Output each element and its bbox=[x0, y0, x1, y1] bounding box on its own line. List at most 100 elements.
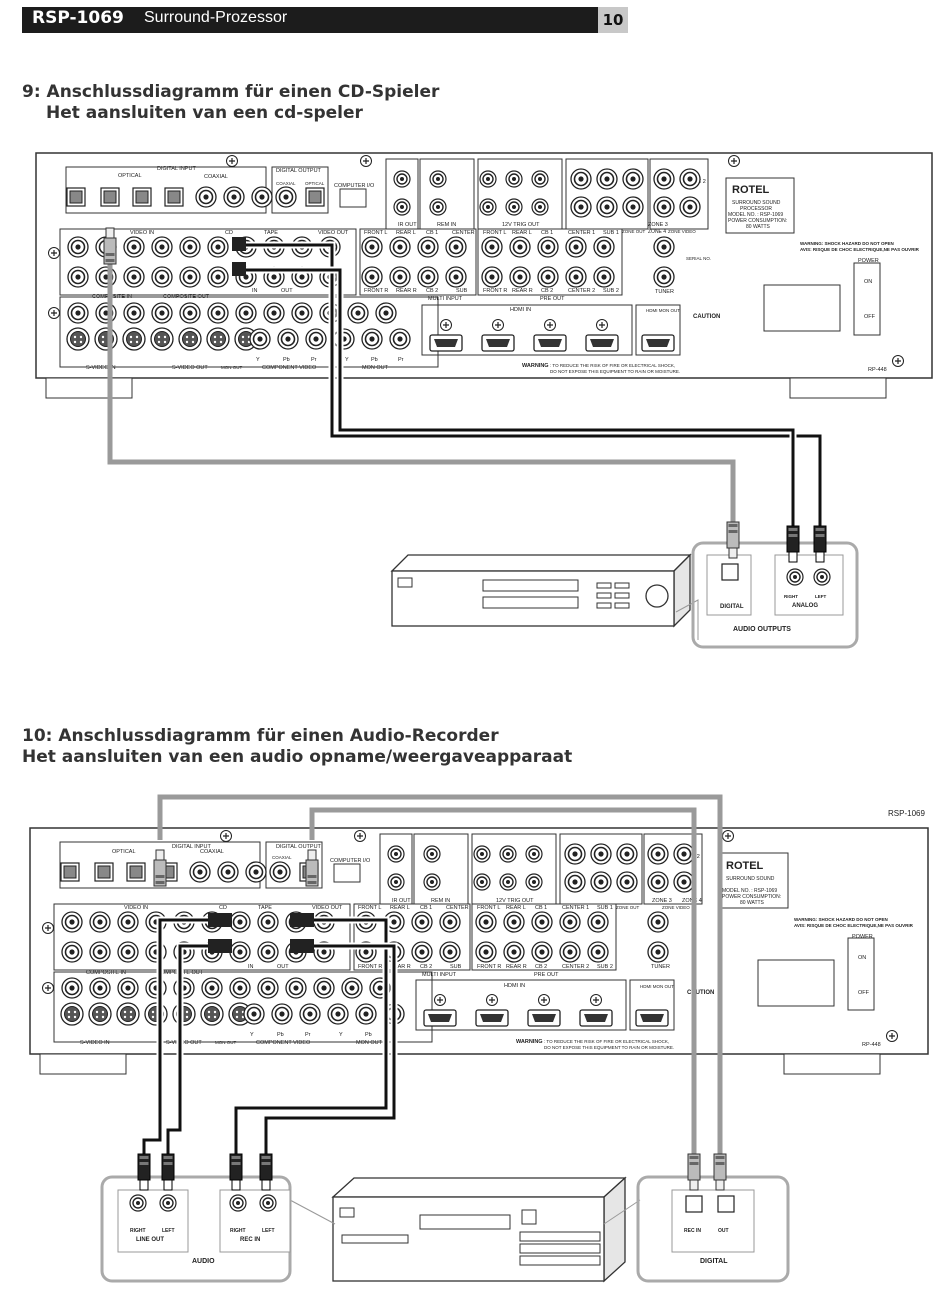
rec-in-left-label: LEFT bbox=[262, 1228, 275, 1234]
tuner-jack-p2 bbox=[647, 941, 669, 963]
component-jack-0-p1 bbox=[249, 328, 271, 350]
hdmi-mon-out-p1 bbox=[641, 334, 675, 352]
cd-analog-cable-r bbox=[244, 243, 822, 528]
label-video-in-1: VIDEO IN bbox=[130, 230, 154, 236]
line-out-right-label: RIGHT bbox=[130, 1228, 146, 1234]
label-digital-input-2: DIGITAL INPUT bbox=[172, 844, 211, 850]
coaxial-input-1-p2 bbox=[189, 861, 211, 883]
label-do-coaxial-1: COAXIAL bbox=[276, 181, 296, 186]
label-cd-1: CD bbox=[225, 230, 233, 236]
warning-text2-2: DO NOT EXPOSE THIS EQUIPMENT TO RAIN OR … bbox=[544, 1045, 674, 1050]
av-jack-0-0-p1 bbox=[67, 236, 89, 258]
power-switch-p1 bbox=[853, 262, 881, 336]
ir-rem-jack-0-p1 bbox=[393, 170, 411, 188]
rec-line-out-r bbox=[142, 918, 232, 1160]
zone-jack-1-p2 bbox=[590, 843, 612, 865]
label-pre-cb2-2: CB 2 bbox=[535, 964, 547, 970]
multi-jack-0-1-p1 bbox=[389, 236, 411, 258]
label-coaxial-2: COAXIAL bbox=[200, 849, 224, 855]
header-description: Surround-Prozessor bbox=[144, 9, 288, 26]
label-optical-1: OPTICAL bbox=[118, 173, 142, 179]
composite-jack-1-p1 bbox=[95, 302, 117, 324]
label-on-2: ON bbox=[858, 955, 866, 961]
label-tape-in-2: IN bbox=[248, 964, 254, 970]
recorder-audio-label: AUDIO bbox=[192, 1258, 215, 1265]
composite-jack-2-p1 bbox=[123, 302, 145, 324]
component-jack-3-p2 bbox=[327, 1003, 349, 1025]
preout-jack-0-0-p1 bbox=[481, 236, 503, 258]
svideo-jack-5-p2 bbox=[200, 1002, 224, 1026]
component-jack-4-p2 bbox=[355, 1003, 377, 1025]
label-ir-out-1: IR OUT bbox=[398, 222, 417, 228]
cd-right-label: RIGHT bbox=[784, 594, 798, 599]
av-jack-0-4-p1 bbox=[179, 236, 201, 258]
label-coaxial-1: COAXIAL bbox=[204, 174, 228, 180]
label-sub2-1: SUB 2 bbox=[603, 288, 619, 294]
warning-text-2: : TO REDUCE THE RISK OF FIRE OR ELECTRIC… bbox=[544, 1039, 669, 1044]
zone-video-jack-0-p1 bbox=[653, 168, 675, 190]
av-jack-0-6-p2 bbox=[229, 911, 251, 933]
rec-line-out-l bbox=[166, 944, 232, 1160]
label-sub1-2: SUB 1 bbox=[597, 905, 613, 911]
av-jack-0-5-p1 bbox=[207, 236, 229, 258]
label-component-video-2: COMPONENT VIDEO bbox=[256, 1040, 311, 1046]
optical-input-1-p1 bbox=[66, 187, 86, 207]
label-tape-1: TAPE bbox=[264, 230, 278, 236]
composite-jack-0-p2 bbox=[61, 977, 83, 999]
label-hdmi-in-2: HDMI IN bbox=[504, 983, 525, 989]
cables bbox=[103, 227, 827, 1191]
digital-out-coaxial-p2 bbox=[269, 861, 291, 883]
panel-screw-3-p2 bbox=[41, 921, 55, 935]
trig-jack-0-p2 bbox=[473, 845, 491, 863]
zone-jack-5-p2 bbox=[616, 871, 638, 893]
rec-in-left-jack bbox=[259, 1194, 277, 1212]
hdmi-in-2-p2 bbox=[475, 1009, 509, 1027]
digital-out-coaxial-p1 bbox=[275, 186, 297, 208]
cd-analog-label: ANALOG bbox=[792, 603, 818, 609]
recorder-digital-out-label: OUT bbox=[718, 1228, 729, 1234]
component-jack-2-p1 bbox=[305, 328, 327, 350]
trig-jack-0-p1 bbox=[479, 170, 497, 188]
label-rem-in-1: REM IN bbox=[437, 222, 456, 228]
zone-jack-3-p1 bbox=[570, 196, 592, 218]
label-center2-1: CENTER 2 bbox=[568, 288, 595, 294]
svideo-jack-0-p1 bbox=[66, 327, 90, 351]
rec-panel-plug-2 bbox=[290, 913, 314, 927]
label2-line4: POWER CONSUMPTION: bbox=[722, 894, 781, 900]
label-pre-rear-r-2: REAR R bbox=[506, 964, 527, 970]
panel-screw-1-p1 bbox=[359, 154, 373, 168]
label-mon-out-1: MON OUT bbox=[362, 365, 389, 371]
rec-rec-in-plug-l bbox=[259, 1153, 273, 1191]
hdmi-screw-3-p2 bbox=[589, 993, 603, 1007]
rec-rec-in-plug-r bbox=[229, 1153, 243, 1191]
rec-digital-in-cable bbox=[309, 807, 697, 1165]
pre-out-box-p2 bbox=[471, 903, 617, 971]
cd-left-jack bbox=[813, 568, 831, 586]
label-trig-out-1: 12V TRIG OUT bbox=[502, 222, 540, 228]
zone-video-out-p1 bbox=[653, 236, 675, 258]
label-multi-input-2: MULTI INPUT bbox=[422, 972, 457, 978]
label-computer-io-2: COMPUTER I/O bbox=[330, 858, 371, 864]
section2-title-line1: 10: Anschlussdiagramm für einen Audio-Re… bbox=[22, 726, 499, 746]
optical-input-2-p1 bbox=[100, 187, 120, 207]
multi-jack-1-3-p1 bbox=[445, 266, 467, 288]
shock-warning-1: WARNING: SHOCK HAZARD DO NOT OPEN bbox=[800, 241, 894, 246]
rec-digital-out-cable bbox=[157, 794, 723, 1165]
cd-analog-cable-l bbox=[244, 268, 795, 528]
preout-jack-0-3-p2 bbox=[559, 911, 581, 933]
composite-jack-5-p2 bbox=[201, 977, 223, 999]
label-mon-out-2: MON OUT bbox=[356, 1040, 383, 1046]
optical-input-1-p2 bbox=[60, 862, 80, 882]
label-line2-1: PROCESSOR bbox=[740, 206, 772, 212]
label-center1-2: CENTER 1 bbox=[562, 905, 589, 911]
label-sub2-2: SUB 2 bbox=[597, 964, 613, 970]
preout-jack-1-3-p2 bbox=[559, 941, 581, 963]
caution-2: CAUTION bbox=[687, 990, 714, 996]
label-mon-pb-1: Pb bbox=[371, 357, 378, 363]
hdmi-mon-box-p2 bbox=[629, 979, 675, 1031]
av-jack-1-0-p2 bbox=[61, 941, 83, 963]
label-svideo-in-2: S-VIDEO IN bbox=[80, 1040, 110, 1046]
rec-digital-plug-device-2 bbox=[713, 1153, 727, 1191]
composite-jack-11-p1 bbox=[375, 302, 397, 324]
label-power-2: POWER bbox=[852, 934, 873, 940]
